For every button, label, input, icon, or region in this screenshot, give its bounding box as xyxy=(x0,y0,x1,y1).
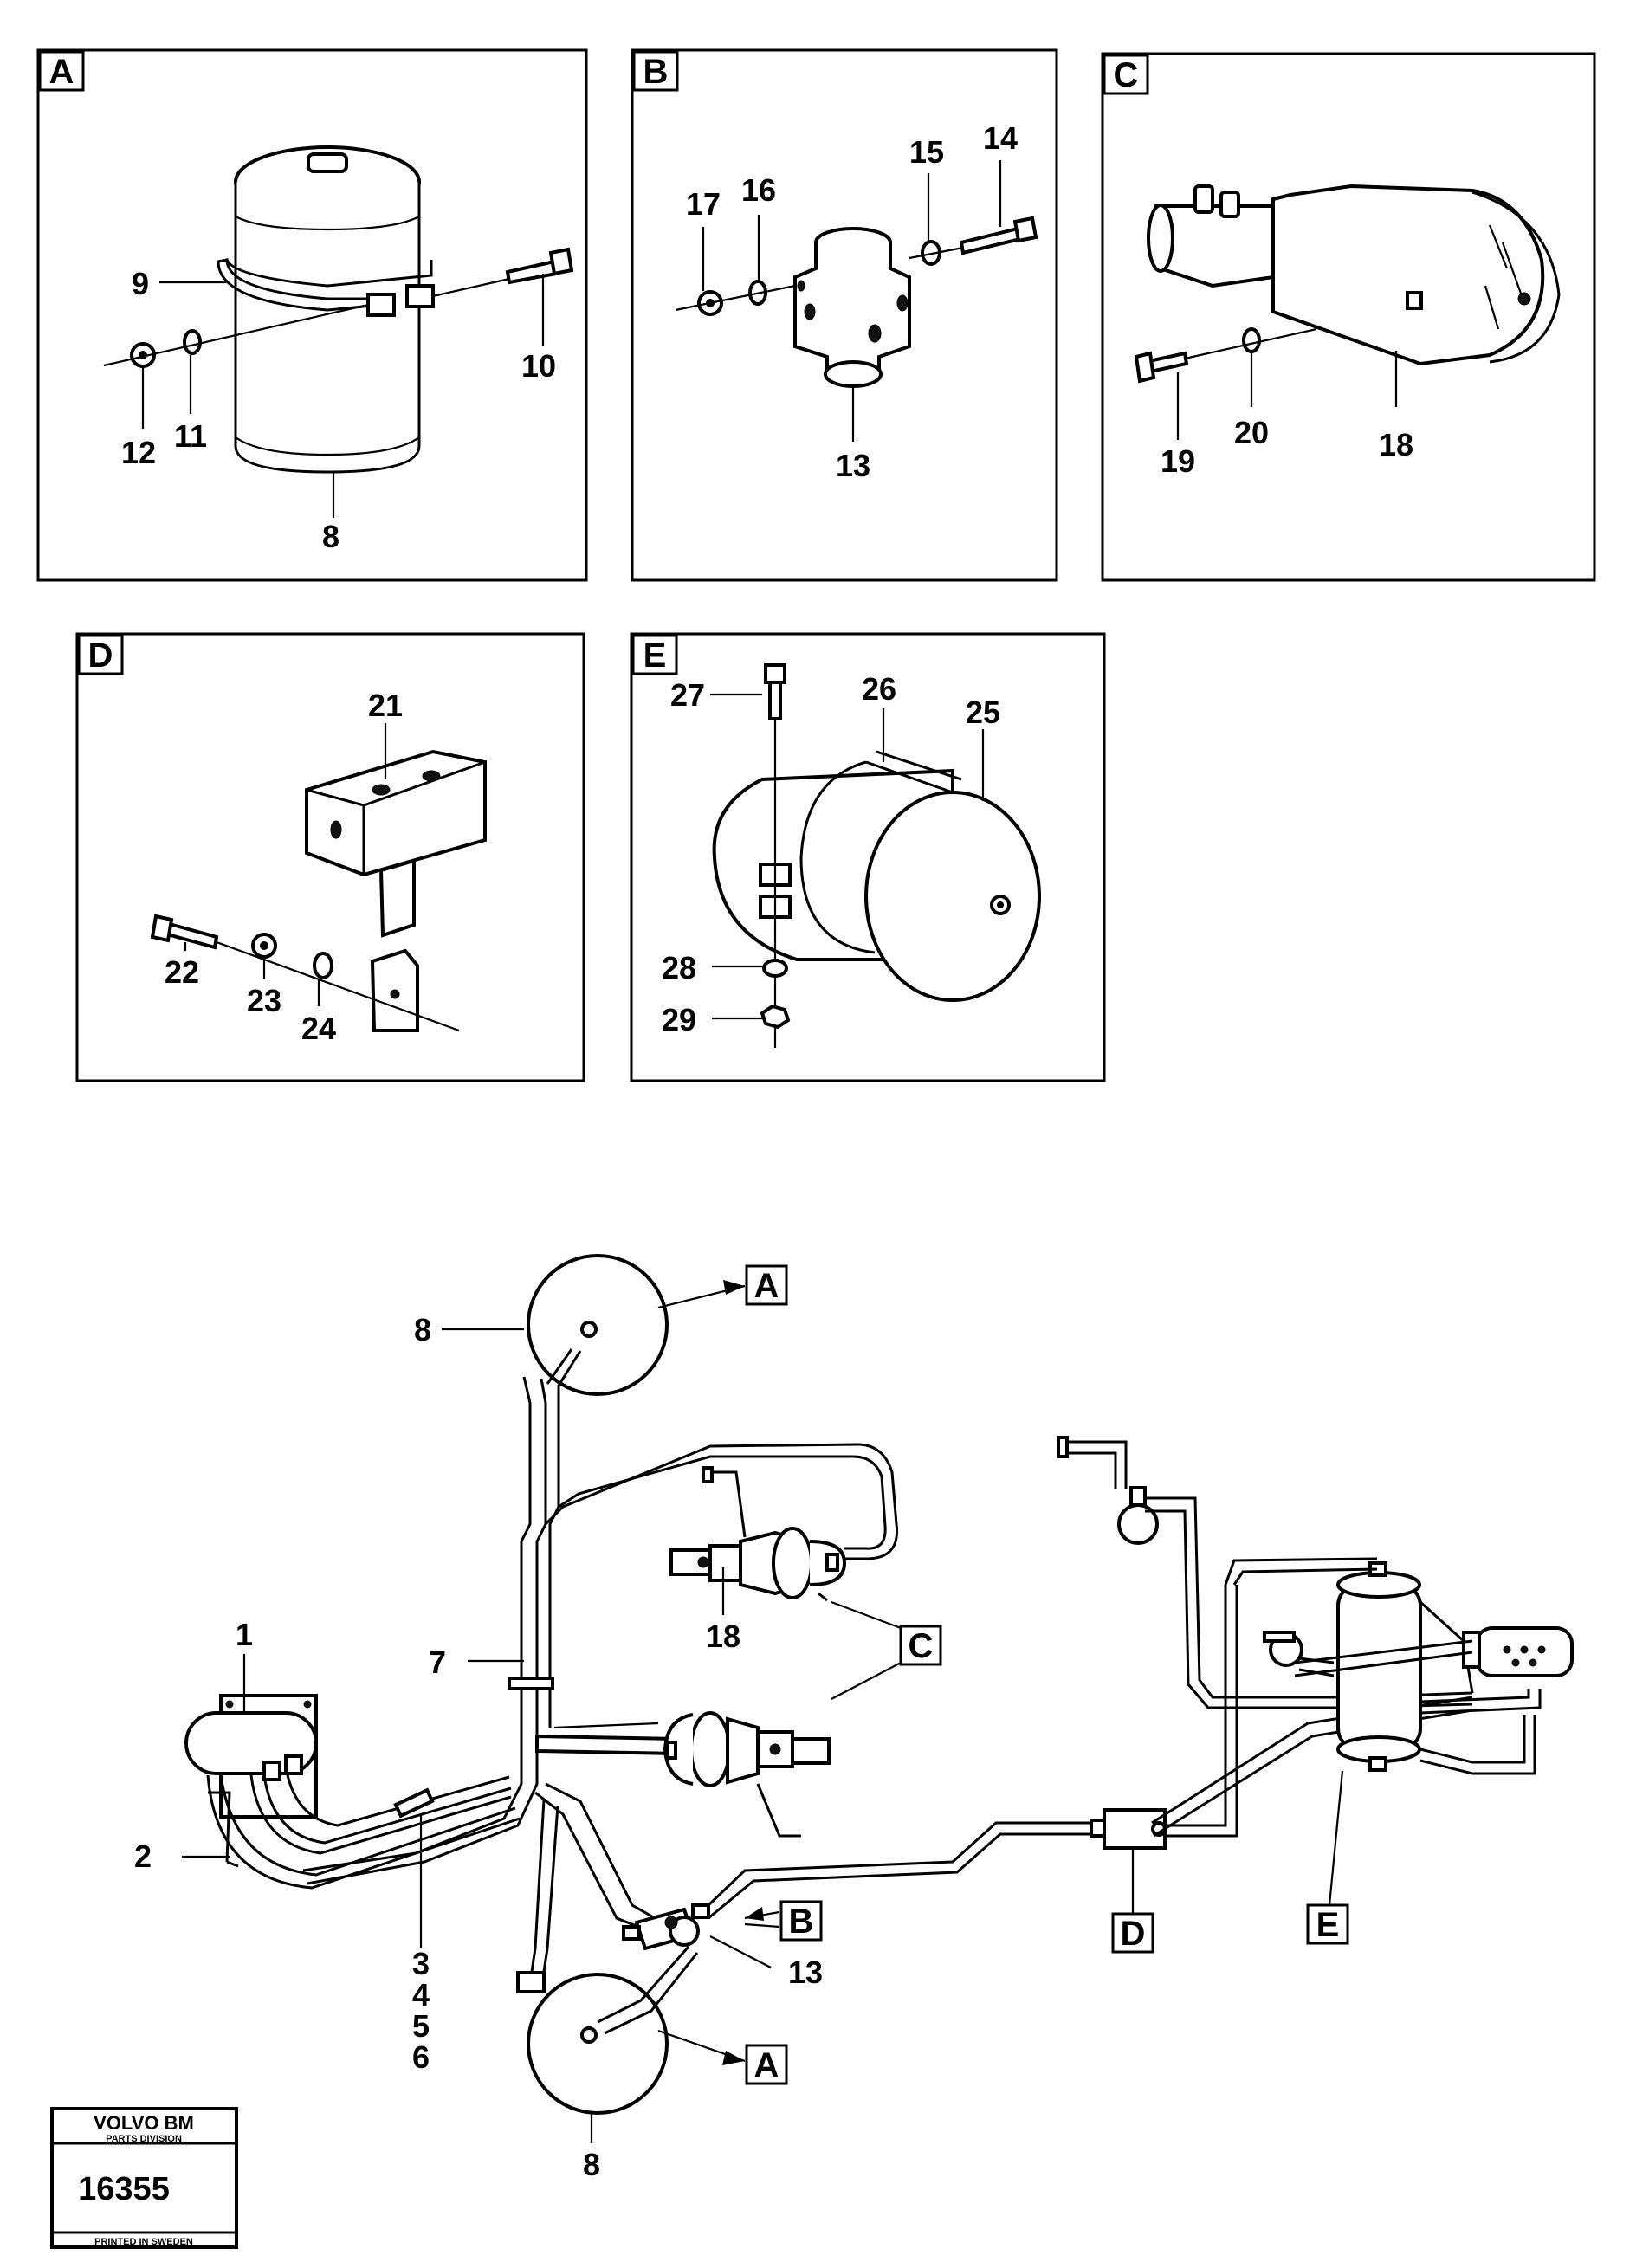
panel-b: B 17 16 15 14 13 xyxy=(630,48,1058,582)
relay-valve-drawing xyxy=(793,227,911,388)
stamp-brand: VOLVO BM xyxy=(94,2112,194,2134)
callout-29: 29 xyxy=(662,1002,696,1037)
callout-24: 24 xyxy=(301,1011,336,1046)
callout-23: 23 xyxy=(247,983,281,1018)
reservoir-drawing xyxy=(712,750,1041,1002)
callout-22: 22 xyxy=(165,954,199,990)
callout-27: 27 xyxy=(670,677,705,713)
stamp-footer: PRINTED IN SWEDEN xyxy=(94,2237,193,2247)
panel-a: A xyxy=(36,48,588,582)
volvo-bm-stamp: VOLVO BM PARTS DIVISION 16355 PRINTED IN… xyxy=(50,2107,238,2249)
schem-callout-8-bottom: 8 xyxy=(583,2147,600,2182)
callout-21: 21 xyxy=(368,688,403,723)
schem-tag-b: B xyxy=(789,1903,814,1941)
callout-12: 12 xyxy=(121,435,156,470)
schem-callout-18: 18 xyxy=(706,1619,740,1654)
air-tank-drawing xyxy=(217,145,435,474)
schem-callout-7: 7 xyxy=(429,1644,446,1680)
stamp-division: PARTS DIVISION xyxy=(106,2134,182,2144)
compressor-unit-schematic xyxy=(184,1677,554,1890)
schem-callout-8-top: 8 xyxy=(414,1312,431,1347)
panel-b-label: B xyxy=(643,53,669,91)
bolt-22-drawing xyxy=(150,914,219,950)
panel-e: E 27 26 25 28 29 xyxy=(630,632,1106,1082)
callout-20: 20 xyxy=(1234,415,1269,450)
callout-14: 14 xyxy=(983,120,1018,156)
schem-tag-a-top: A xyxy=(754,1267,779,1305)
brake-chamber-drawing xyxy=(1147,184,1561,366)
schem-tag-d: D xyxy=(1121,1915,1146,1953)
relay-valve-schematic xyxy=(622,1903,710,1951)
schem-callout-1: 1 xyxy=(236,1617,253,1652)
callout-10: 10 xyxy=(521,348,556,384)
bracket-block-drawing xyxy=(305,749,487,1032)
schem-callout-3: 3 xyxy=(412,1946,430,1981)
schem-callout-13: 13 xyxy=(788,1955,823,1990)
callout-17: 17 xyxy=(686,186,721,222)
callout-26: 26 xyxy=(862,671,896,707)
panel-c-label: C xyxy=(1114,56,1139,94)
callout-18: 18 xyxy=(1379,427,1413,462)
callout-11: 11 xyxy=(174,418,207,454)
callout-13: 13 xyxy=(836,448,870,483)
schem-tag-e: E xyxy=(1316,1906,1340,1944)
brake-chamber-upper xyxy=(669,1466,847,1602)
panel-a-label: A xyxy=(49,53,74,91)
callout-15: 15 xyxy=(909,134,944,170)
panel-c: C 19 20 18 xyxy=(1101,52,1596,582)
schem-tag-c: C xyxy=(909,1627,934,1665)
callout-28: 28 xyxy=(662,950,696,985)
callout-16: 16 xyxy=(741,172,776,208)
schem-callout-5: 5 xyxy=(412,2008,430,2044)
bolt-27-drawing xyxy=(764,663,786,1048)
bolt-14-drawing xyxy=(909,216,1038,266)
bolt-19-drawing xyxy=(1134,327,1317,384)
schem-callout-2: 2 xyxy=(134,1838,152,1874)
panel-d: D 21 22 23 24 xyxy=(75,632,585,1082)
schem-callout-4: 4 xyxy=(412,1977,430,2013)
stamp-number: 16355 xyxy=(78,2171,170,2207)
panel-e-label: E xyxy=(643,636,667,675)
callout-19: 19 xyxy=(1161,443,1195,479)
callout-25: 25 xyxy=(966,695,1000,730)
panel-d-label: D xyxy=(88,636,113,675)
callout-8: 8 xyxy=(322,519,340,554)
schem-callout-6: 6 xyxy=(412,2039,430,2075)
schem-tag-a-bottom: A xyxy=(754,2046,779,2084)
callout-9: 9 xyxy=(132,266,149,301)
bolt-10-drawing xyxy=(432,247,574,298)
main-reservoir-schematic xyxy=(1224,1557,1574,1775)
system-schematic: 1 2 3 4 5 6 7 8 8 13 18 A A B C D E xyxy=(134,1254,1574,2182)
brake-chamber-lower xyxy=(535,1711,831,1838)
